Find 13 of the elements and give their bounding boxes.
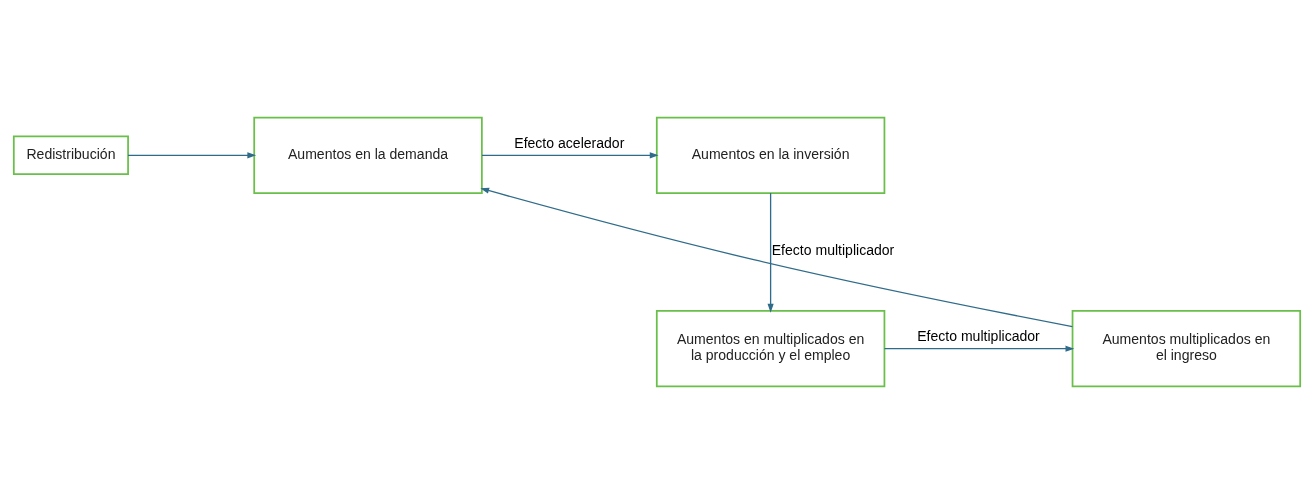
arrow	[767, 192, 774, 313]
node-box: Aumentos multiplicados en el ingreso	[1071, 310, 1302, 388]
node-box: Aumentos en multiplicados en la producción y el empleo	[655, 310, 886, 388]
arrow	[883, 345, 1075, 352]
edge-label: Efecto multiplicador	[917, 328, 1040, 345]
arrow	[127, 152, 257, 159]
arrow	[480, 187, 1074, 328]
node-box: Redistribución	[12, 135, 129, 176]
node-box: Aumentos en la demanda	[253, 116, 483, 194]
arrow	[481, 152, 659, 159]
node-box: Aumentos en la inversión	[655, 116, 886, 194]
edge-label: Efecto acelerador	[514, 135, 625, 152]
edge-label: Efecto multiplicador	[771, 242, 895, 259]
